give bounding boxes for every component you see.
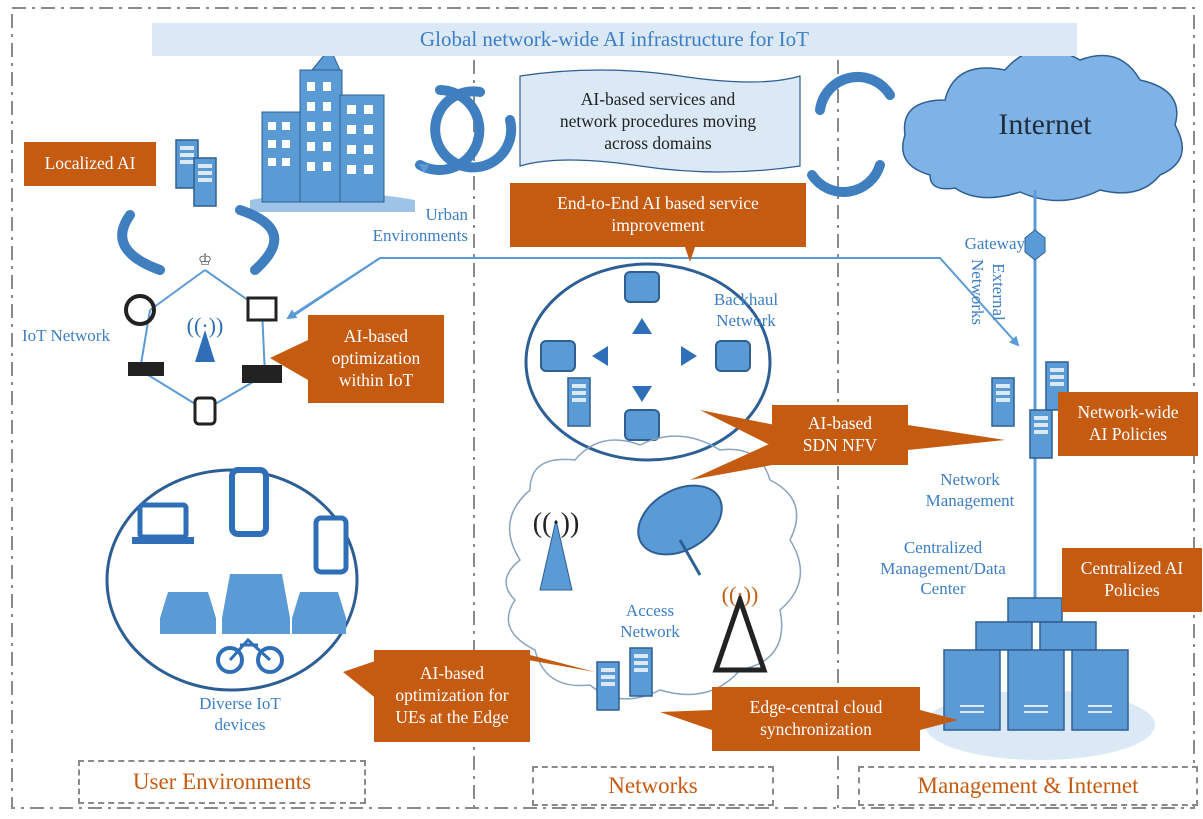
- data-center-icon: [925, 597, 1155, 760]
- internet-label: Internet: [998, 108, 1092, 141]
- svg-text:((·)): ((·)): [533, 508, 580, 539]
- services-note: AI-based services and network procedures…: [559, 89, 757, 153]
- city-buildings-icon: [250, 47, 415, 212]
- callout-centralized-policies: Centralized AI Policies: [1062, 548, 1202, 612]
- svg-text:((·)): ((·)): [187, 313, 224, 338]
- label-backhaul-network: Backhaul Network: [713, 290, 779, 330]
- management-servers-icon: [991, 361, 1069, 459]
- gateway-icon: [1024, 229, 1046, 261]
- label-diverse-iot-devices: Diverse IoT devices: [199, 694, 281, 734]
- callout-localized-ai: Localized AI: [24, 142, 156, 186]
- callout-iot-optimization: AI-based optimization within IoT: [308, 315, 444, 403]
- label-access-network: Access Network: [620, 601, 680, 641]
- localized-server-icon: [175, 139, 217, 207]
- label-urban-environments: Urban Environments: [372, 205, 468, 245]
- label-iot-network: IoT Network: [22, 326, 110, 345]
- label-gateway: Gateway: [964, 234, 1025, 253]
- label-network-management: Network Management: [925, 470, 1015, 510]
- callout-edge-central-sync: Edge-central cloud synchronization: [712, 687, 920, 751]
- callout-edge-optimization: AI-based optimization for UEs at the Edg…: [374, 650, 530, 742]
- user-devices: [105, 467, 359, 692]
- banner-title: Global network-wide AI infrastructure fo…: [152, 23, 1077, 56]
- svg-text:((·)): ((·)): [722, 582, 759, 607]
- callout-e2e-improvement: End-to-End AI based service improvement: [510, 183, 806, 247]
- callout-network-wide-policies: Network-wide AI Policies: [1058, 392, 1198, 456]
- label-central-management: Centralized Management/Data Center: [880, 538, 1006, 599]
- access-network-icons: ((·)) ((·)): [533, 484, 768, 711]
- svg-text:♔: ♔: [198, 252, 212, 269]
- access-network-cloud: [505, 435, 802, 700]
- callout-sdn-nfv: AI-based SDN NFV: [772, 405, 908, 465]
- circular-arrows-icon: [415, 71, 895, 197]
- section-networks: Networks: [532, 766, 774, 806]
- section-user-environments: User Environments: [78, 760, 366, 804]
- iot-network-icon: ((·)) ♔: [124, 252, 282, 426]
- section-dividers: [11, 7, 1195, 809]
- internet-cloud-icon: [902, 48, 1183, 202]
- backhaul-network: [524, 262, 772, 462]
- services-note-shape: [519, 69, 801, 173]
- iot-circular-arrows-icon: [117, 205, 280, 275]
- label-external-networks: External Networks: [968, 258, 1008, 326]
- section-management-internet: Management & Internet: [858, 766, 1198, 806]
